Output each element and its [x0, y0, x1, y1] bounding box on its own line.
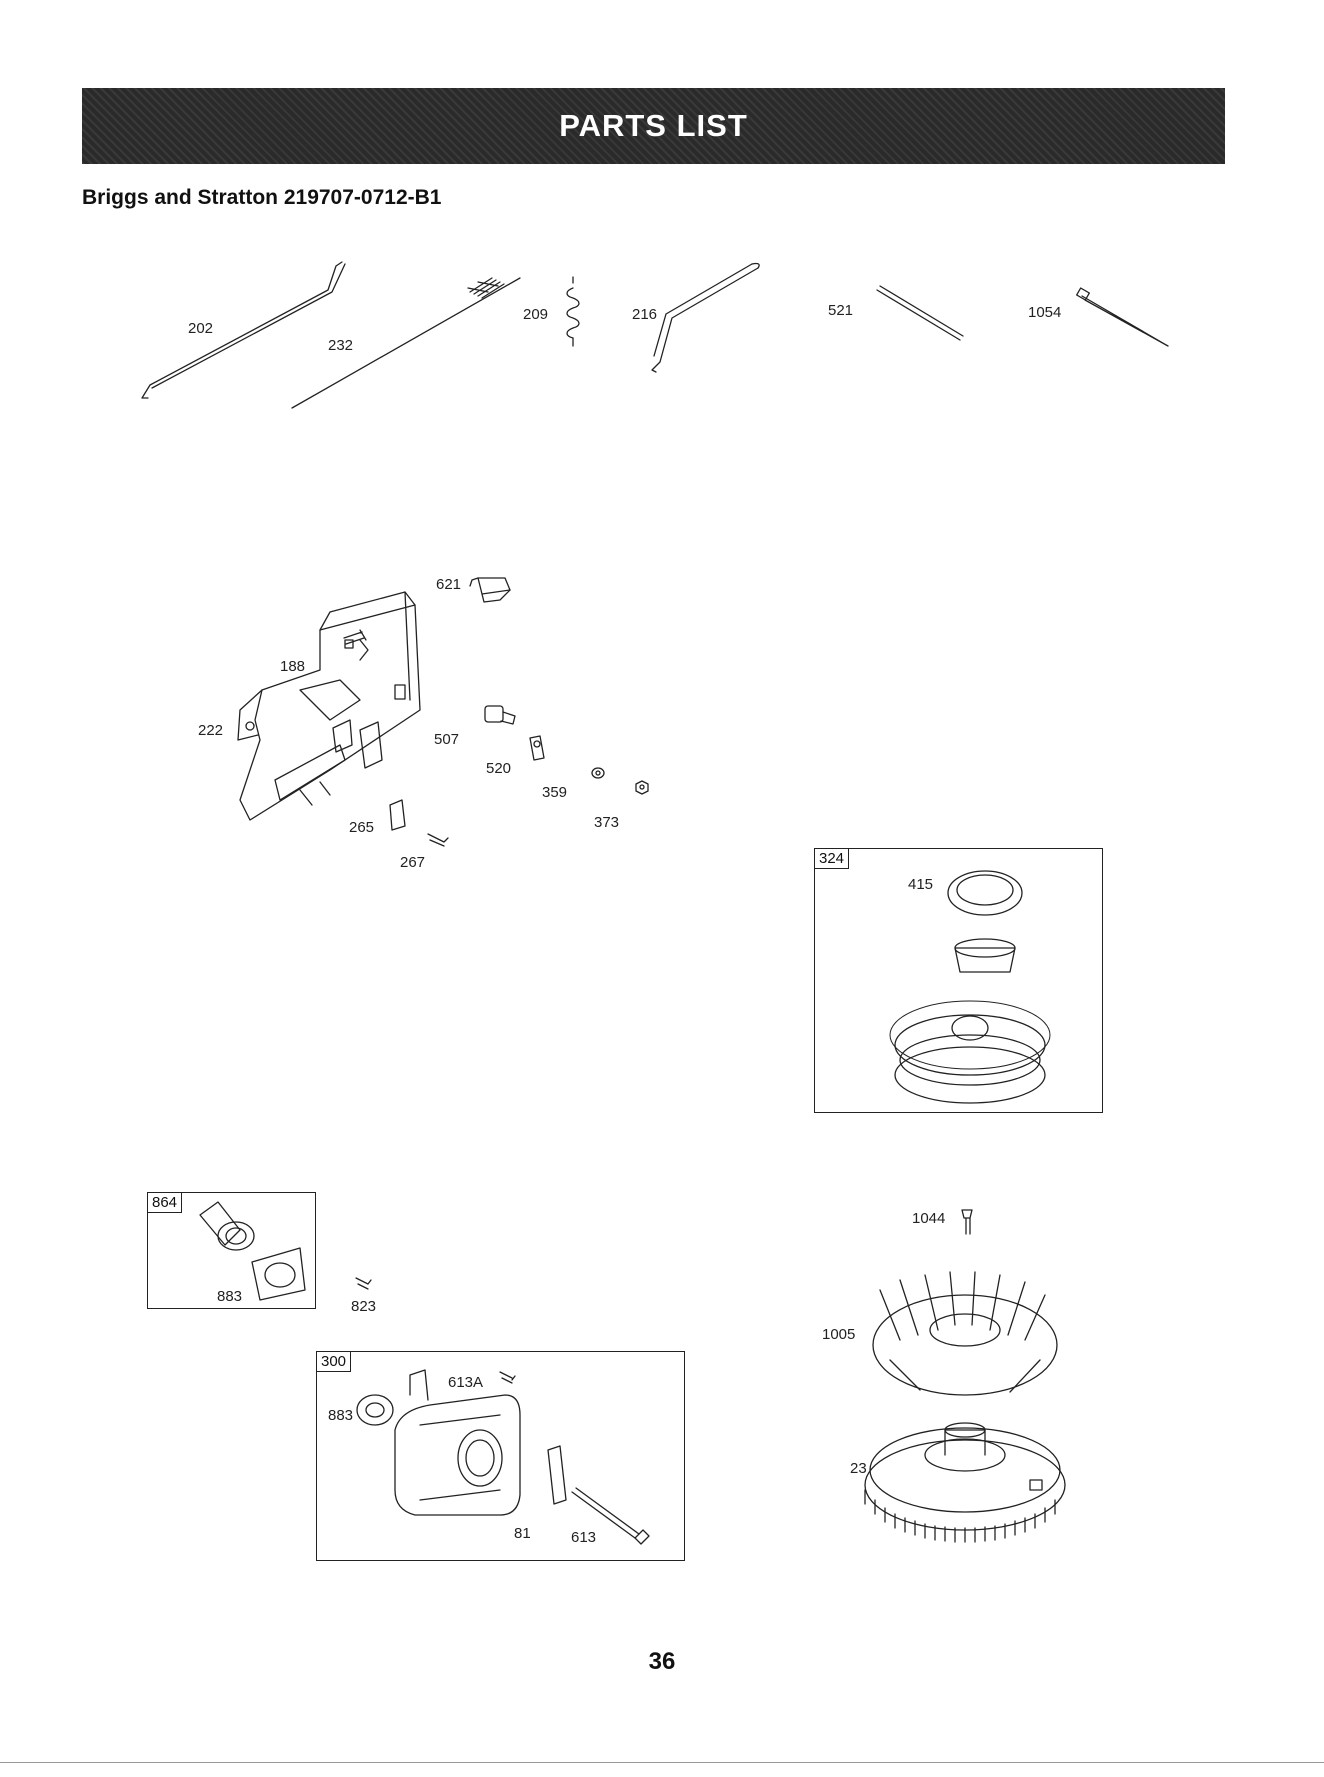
part-label-232: 232	[328, 337, 353, 354]
part-label-23: 23	[850, 1460, 867, 1477]
page-number: 36	[0, 1648, 1324, 1676]
screw-188-drawing	[344, 630, 366, 644]
part-label-222: 222	[198, 722, 223, 739]
fan-1005-drawing	[873, 1272, 1057, 1395]
kit-box-300: 300	[316, 1351, 685, 1561]
screw-1044-drawing	[962, 1210, 972, 1234]
part-label-883-muffler: 883	[328, 1407, 353, 1424]
washer-359-drawing	[592, 768, 604, 778]
link-216-drawing	[652, 264, 759, 373]
part-label-1044: 1044	[912, 1210, 945, 1227]
part-label-265: 265	[349, 819, 374, 836]
part-label-521: 521	[828, 302, 853, 319]
spring-209-drawing	[567, 277, 579, 346]
pin-521-drawing	[877, 286, 963, 340]
footer-divider	[0, 1762, 1324, 1763]
kit-box-324: 324	[814, 848, 1103, 1113]
screw-823-drawing	[356, 1278, 371, 1289]
part-label-209: 209	[523, 306, 548, 323]
nut-373-drawing	[636, 781, 648, 794]
kit-number-324: 324	[815, 849, 849, 869]
bolt-621-drawing	[470, 578, 510, 602]
part-label-1054: 1054	[1028, 304, 1061, 321]
part-label-81: 81	[514, 1525, 531, 1542]
part-label-823: 823	[351, 1298, 376, 1315]
part-label-267: 267	[400, 854, 425, 871]
part-label-216: 216	[632, 306, 657, 323]
clip-265-drawing	[390, 800, 405, 830]
part-label-1005: 1005	[822, 1326, 855, 1343]
part-label-373: 373	[594, 814, 619, 831]
screw-267-drawing	[428, 834, 448, 846]
bracket-520-drawing	[530, 736, 544, 760]
governor-cable-232-drawing	[292, 278, 520, 408]
part-label-613A: 613A	[448, 1374, 483, 1391]
cable-tie-1054-drawing	[1077, 288, 1168, 346]
part-label-415: 415	[908, 876, 933, 893]
part-label-883-intake: 883	[217, 1288, 242, 1305]
part-label-621: 621	[436, 576, 461, 593]
control-bracket-assembly-drawing	[238, 592, 420, 820]
throttle-link-202-drawing	[142, 262, 345, 398]
part-label-359: 359	[542, 784, 567, 801]
kit-number-300: 300	[317, 1352, 351, 1372]
flywheel-23-drawing	[865, 1423, 1065, 1542]
kit-number-864: 864	[148, 1193, 182, 1213]
switch-507-drawing	[485, 706, 515, 724]
part-label-188: 188	[280, 658, 305, 675]
part-label-507: 507	[434, 731, 459, 748]
part-label-613: 613	[571, 1529, 596, 1546]
part-label-520: 520	[486, 760, 511, 777]
part-label-202: 202	[188, 320, 213, 337]
